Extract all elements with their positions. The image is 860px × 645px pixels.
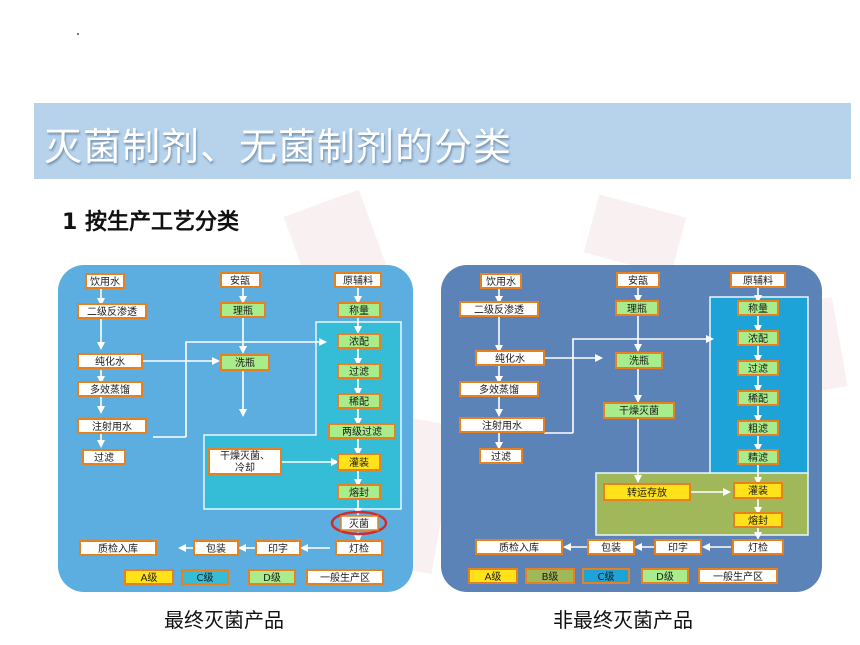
legend-c: C级 bbox=[598, 571, 615, 583]
box-distillation: 多效蒸馏 bbox=[479, 383, 519, 396]
box-purified-water: 纯化水 bbox=[95, 355, 125, 368]
page-title: 灭菌制剂、无菌制剂的分类 bbox=[44, 125, 513, 169]
legend-d: D级 bbox=[656, 571, 674, 583]
box-terminal-sterilization: 灭菌 bbox=[349, 518, 369, 530]
box-transfer-storage: 转运存放 bbox=[627, 486, 667, 499]
box-light-inspection: 灯检 bbox=[748, 541, 768, 554]
box-raw-materials: 原辅料 bbox=[743, 274, 773, 287]
title-banner bbox=[34, 103, 851, 179]
legend-d: D级 bbox=[263, 572, 281, 584]
page-dot bbox=[77, 33, 79, 35]
box-filling: 灌装 bbox=[349, 456, 369, 469]
box-qc-warehousing: 质检入库 bbox=[98, 542, 138, 555]
a-zone-upper bbox=[709, 296, 809, 475]
box-two-stage-filtration: 两级过滤 bbox=[342, 425, 382, 438]
box-filtration: 过滤 bbox=[349, 365, 369, 378]
legend-c: C级 bbox=[197, 572, 214, 584]
box-cooling: 冷却 bbox=[235, 461, 255, 474]
box-ampoule: 安瓿 bbox=[230, 274, 250, 287]
box-coarse-filtration: 粗滤 bbox=[748, 422, 768, 435]
box-dilute-mixing: 稀配 bbox=[349, 395, 369, 408]
box-concentrated-mixing: 浓配 bbox=[349, 336, 369, 348]
box-dry-sterilize: 干燥灭菌 bbox=[619, 405, 659, 417]
box-concentrated-mixing: 浓配 bbox=[748, 333, 768, 345]
box-water-for-injection: 注射用水 bbox=[92, 420, 132, 433]
box-water-filter: 过滤 bbox=[94, 451, 114, 464]
box-dry-sterilize: 干燥灭菌、 bbox=[220, 450, 270, 462]
box-bottle-washing: 洗瓶 bbox=[235, 356, 255, 369]
caption-terminal: 最终灭菌产品 bbox=[164, 608, 284, 632]
box-bottle-sorting: 理瓶 bbox=[627, 302, 647, 315]
box-bottle-washing: 洗瓶 bbox=[629, 354, 649, 367]
box-bottle-sorting: 理瓶 bbox=[233, 304, 253, 317]
highlight-ring bbox=[330, 510, 388, 536]
box-light-inspection: 灯检 bbox=[349, 542, 369, 555]
box-weighing: 称量 bbox=[748, 302, 768, 315]
caption-non-terminal: 非最终灭菌产品 bbox=[553, 608, 693, 632]
terminal-sterilization-diagram: 饮用水 二级反渗透 纯化水 多效蒸馏 注射用水 过滤 安瓿 理瓶 洗瓶 干燥灭菌… bbox=[58, 265, 413, 592]
box-fine-filtration: 精滤 bbox=[748, 451, 768, 464]
box-water-for-injection: 注射用水 bbox=[482, 419, 522, 432]
legend-general: 一般生产区 bbox=[713, 570, 763, 583]
box-reverse-osmosis: 二级反渗透 bbox=[87, 305, 137, 318]
box-filtration: 过滤 bbox=[748, 362, 768, 375]
legend-a: A级 bbox=[485, 571, 502, 583]
box-weighing: 称量 bbox=[349, 304, 369, 317]
box-printing: 印字 bbox=[668, 541, 688, 554]
legend-general: 一般生产区 bbox=[320, 571, 370, 584]
box-raw-materials: 原辅料 bbox=[343, 274, 373, 287]
non-terminal-sterilization-diagram: 饮用水 二级反渗透 纯化水 多效蒸馏 注射用水 过滤 安瓿 理瓶 洗瓶 干燥灭菌… bbox=[441, 265, 822, 592]
legend-b: B级 bbox=[542, 571, 559, 583]
box-ampoule: 安瓿 bbox=[628, 274, 648, 287]
box-purified-water: 纯化水 bbox=[495, 352, 525, 365]
box-sealing: 熔封 bbox=[349, 486, 369, 499]
box-distillation: 多效蒸馏 bbox=[90, 383, 130, 396]
box-water-filter: 过滤 bbox=[491, 450, 511, 463]
box-drinking-water: 饮用水 bbox=[486, 275, 516, 288]
box-filling: 灌装 bbox=[748, 484, 768, 497]
legend-a: A级 bbox=[141, 572, 158, 584]
box-qc-warehousing: 质检入库 bbox=[499, 541, 539, 554]
box-packaging: 包装 bbox=[206, 542, 226, 555]
watermark-shape bbox=[583, 194, 687, 276]
box-sealing: 熔封 bbox=[748, 514, 768, 527]
box-packaging: 包装 bbox=[601, 541, 621, 554]
box-dilute-mixing: 稀配 bbox=[748, 392, 768, 405]
box-printing: 印字 bbox=[268, 542, 288, 555]
section-subtitle: 1 按生产工艺分类 bbox=[62, 210, 239, 235]
box-drinking-water: 饮用水 bbox=[90, 275, 120, 288]
box-reverse-osmosis: 二级反渗透 bbox=[474, 303, 524, 316]
